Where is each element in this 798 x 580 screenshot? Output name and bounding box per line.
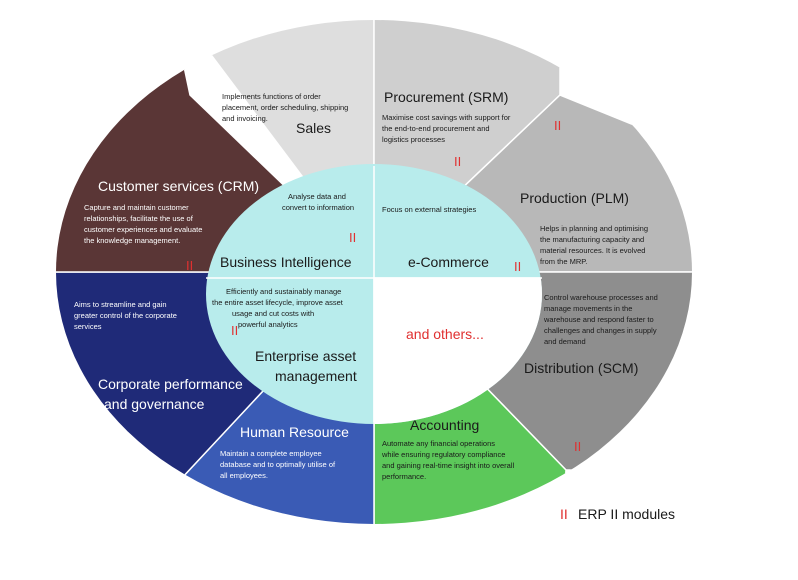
others-label: and others... [406,326,484,342]
eam-desc: Efficiently and sustainably manage the e… [212,287,345,329]
corporate-desc: Aims to streamline and gain greater cont… [74,300,179,331]
sales-desc: Implements functions of order placement,… [222,92,350,123]
ecommerce-desc: Focus on external strategies [382,205,476,214]
ecommerce-erp2-marker: II [514,259,521,274]
bi-desc: Analyse data and convert to information [282,192,354,212]
crm-title: Customer services (CRM) [98,178,259,194]
hr-title: Human Resource [240,424,349,440]
eam-title: Enterprise asset management [255,348,360,384]
accounting-title: Accounting [410,417,479,433]
crm-desc: Capture and maintain customer relationsh… [84,203,205,245]
hr-desc: Maintain a complete employee database an… [220,449,337,480]
procurement-erp2-marker: II [454,154,461,169]
production-desc: Helps in planning and optimising the man… [540,224,650,266]
corporate-title: Corporate performance and governance [98,376,247,412]
accounting-desc: Automate any financial operations while … [381,439,516,481]
bi-title: Business Intelligence [220,254,352,270]
distribution-title: Distribution (SCM) [524,360,638,376]
crm-erp2-marker: II [186,258,193,273]
legend-marker: II [560,506,568,522]
distribution-desc: Control warehouse processes and manage m… [543,293,660,346]
eam-erp2-marker: II [231,323,238,338]
ecommerce-title: e-Commerce [408,254,489,270]
procurement-title: Procurement (SRM) [384,89,508,105]
bi-erp2-marker: II [349,230,356,245]
legend-label: ERP II modules [578,506,675,522]
sales-title: Sales [296,120,331,136]
procurement-erp2-marker-2: II [554,118,561,133]
distribution-erp2-marker: II [574,439,581,454]
production-title: Production (PLM) [520,190,629,206]
procurement-desc: Maximise cost savings with support for t… [382,113,512,144]
